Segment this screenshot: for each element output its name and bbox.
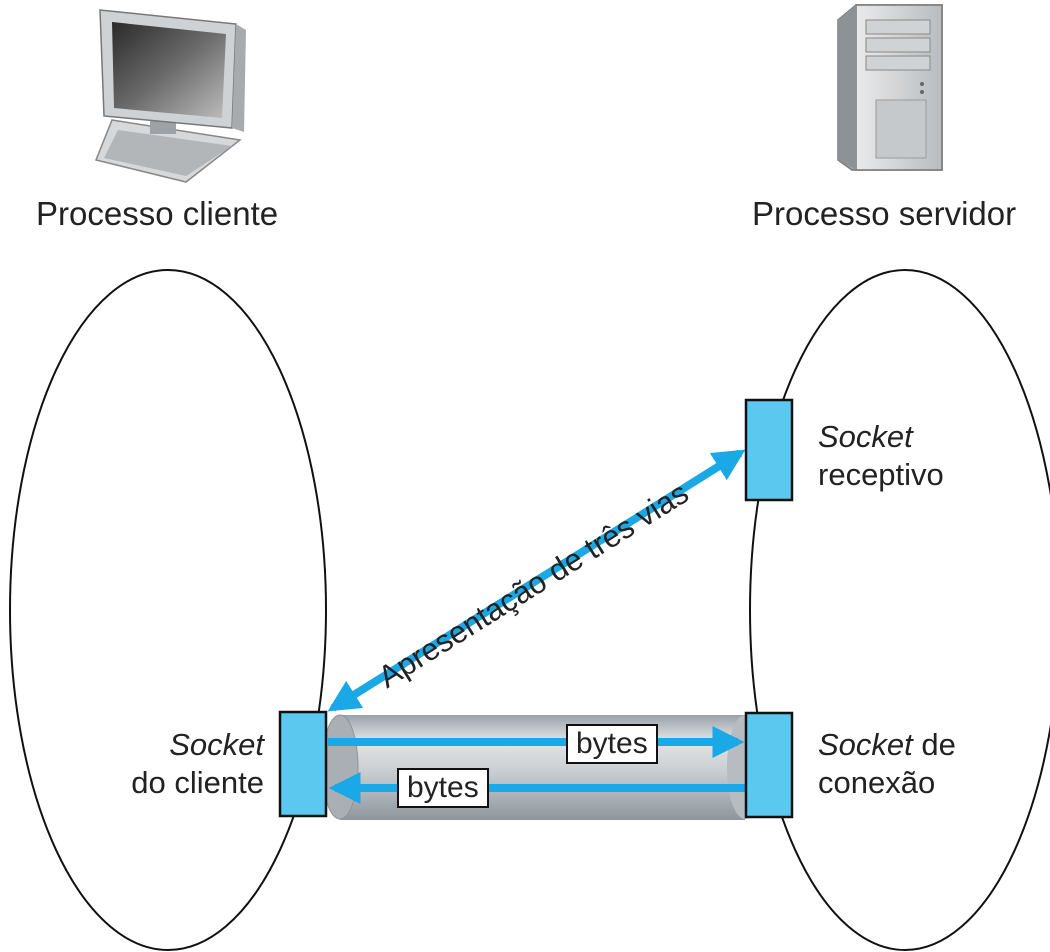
client-process-ellipse: [9, 269, 327, 951]
connection-socket-label: Socket de conexão: [818, 726, 956, 802]
connection-socket-label-italic: Socket: [818, 727, 913, 762]
connection-socket-box: [744, 711, 794, 819]
server-process-ellipse: [749, 269, 1050, 951]
handshake-arrow: [327, 449, 746, 712]
bytes-label-top: bytes: [566, 724, 658, 764]
welcoming-socket-label-line1: Socket: [818, 419, 913, 454]
welcoming-socket-label: Socket receptivo: [818, 418, 944, 494]
welcoming-socket-label-line2: receptivo: [818, 456, 944, 492]
bytes-label-bottom: bytes: [397, 768, 489, 808]
client-process-title: Processo cliente: [36, 195, 279, 232]
welcoming-socket-box: [744, 398, 794, 502]
connection-socket-label-rest: de: [912, 727, 956, 762]
client-socket-label-line2: do cliente: [131, 764, 264, 800]
server-process-title: Processo servidor: [752, 195, 1017, 232]
tcp-connection-pipe: [321, 714, 763, 820]
connection-socket-label-line2: conexão: [818, 764, 936, 800]
client-socket-label: Socket do cliente: [102, 726, 264, 802]
client-socket-box: [278, 710, 328, 818]
server-tower-icon: [837, 4, 943, 171]
client-socket-label-line1: Socket: [169, 727, 264, 762]
desktop-computer-icon: [94, 9, 246, 183]
